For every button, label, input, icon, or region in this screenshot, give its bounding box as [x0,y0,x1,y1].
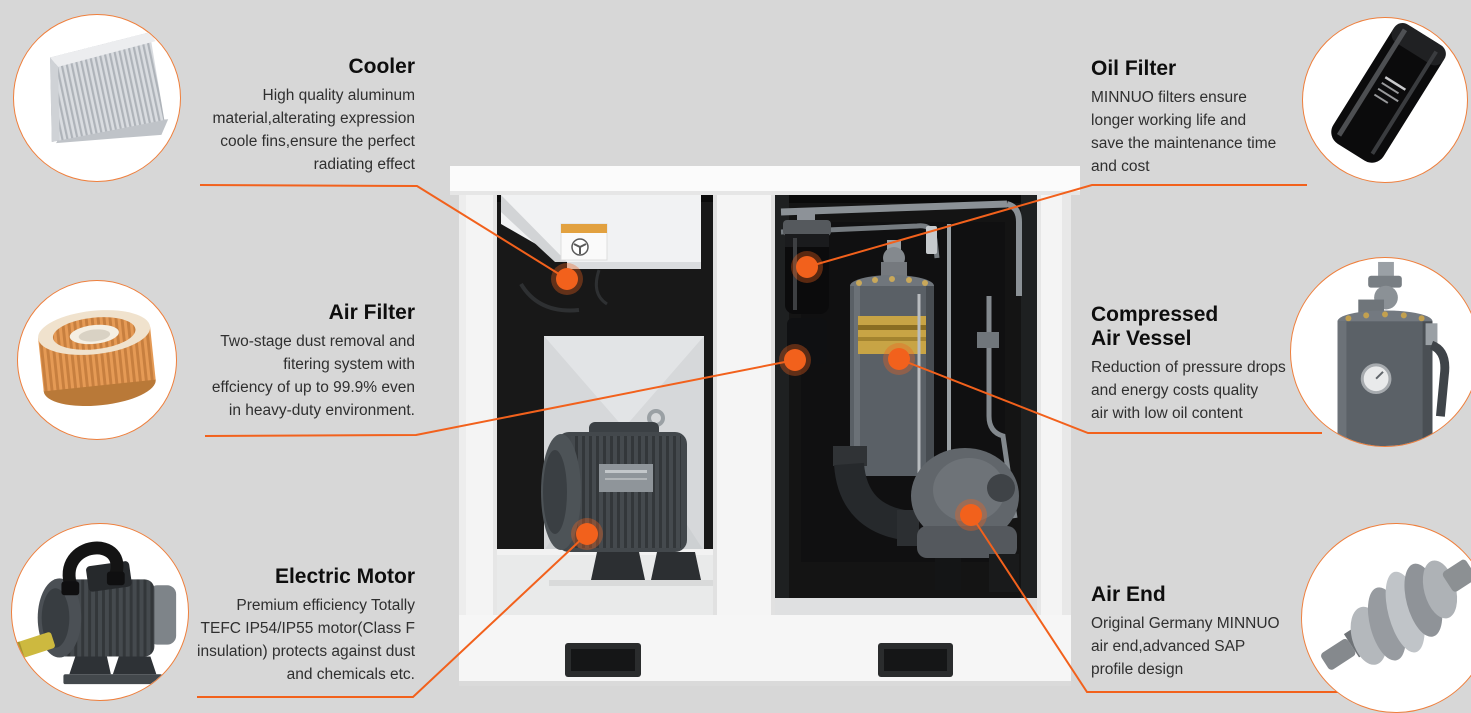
oil-filter-title: Oil Filter [1091,57,1177,80]
callout-air-filter: Air Filter Two-stage dust removal and fi… [120,301,415,422]
air-filter-description: Two-stage dust removal and fitering syst… [211,333,415,419]
air-end-title: Air End [1091,583,1166,606]
compressor-machine-photo [449,166,1081,691]
electric-motor-title: Electric Motor [274,565,415,588]
compressed-air-vessel-photo [1290,257,1471,447]
cooler-title: Cooler [348,55,415,78]
oil-filter-description: MINNUO filters ensure longer working lif… [1091,89,1277,175]
electric-motor-description: Premium efficiency Totally TEFC IP54/IP5… [197,597,415,683]
compressed-air-vessel-title: Compressed Air Vessel [1091,303,1219,350]
compressed-air-vessel-description: Reduction of pressure drops and energy c… [1091,359,1286,422]
callout-compressed-air-vessel: Compressed Air Vessel Reduction of press… [1091,303,1341,425]
cooler-photo [13,14,181,182]
air-filter-photo [17,280,177,440]
callout-electric-motor: Electric Motor Premium efficiency Totall… [110,565,415,686]
callout-air-end: Air End Original Germany MINNUO air end,… [1091,583,1351,681]
oil-filter-photo [1302,17,1468,183]
callout-oil-filter: Oil Filter MINNUO filters ensure longer … [1091,57,1341,178]
machine-illustration [450,166,1080,686]
callout-cooler: Cooler High quality aluminum material,al… [120,55,415,176]
air-filter-title: Air Filter [328,301,415,324]
cooler-description: High quality aluminum material,alteratin… [212,87,415,173]
electric-motor-photo [11,523,189,701]
air-end-description: Original Germany MINNUO air end,advanced… [1091,615,1280,678]
